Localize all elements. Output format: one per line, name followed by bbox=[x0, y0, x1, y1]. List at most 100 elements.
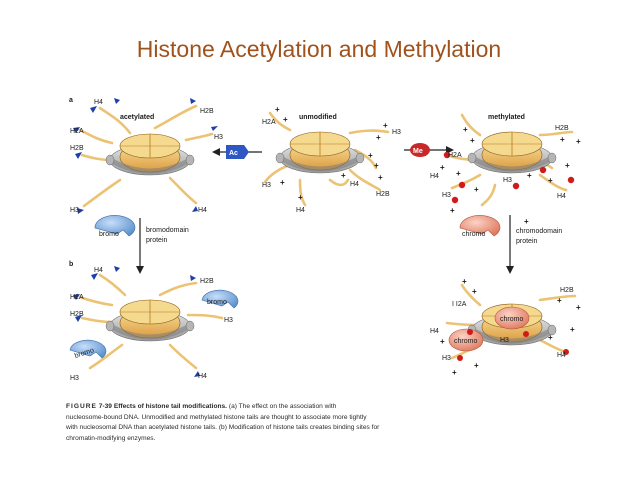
svg-text:+: + bbox=[450, 206, 455, 215]
svg-text:+: + bbox=[527, 171, 532, 180]
unmodified-plus-charges: + + + + + + + + + + bbox=[275, 105, 388, 202]
caption-line-1: (a) The effect on the association with bbox=[228, 403, 337, 410]
svg-text:+: + bbox=[557, 296, 562, 305]
svg-text:+: + bbox=[463, 125, 468, 134]
svg-text:+: + bbox=[576, 137, 581, 146]
bromo-bound-h2b-left-label: H2B bbox=[70, 311, 84, 318]
svg-text:+: + bbox=[470, 136, 475, 145]
bromo-bound-protein-left: bromo bbox=[69, 339, 107, 360]
svg-text:+: + bbox=[462, 277, 467, 286]
methyl-dot-icon bbox=[443, 151, 575, 204]
svg-text:+: + bbox=[275, 105, 280, 114]
chromodomain-protein: chromo bbox=[459, 215, 501, 238]
methylated-label: methylated bbox=[488, 114, 525, 121]
unmodified-h3-left-label: H3 bbox=[262, 182, 271, 189]
acetylated-h2b-left-label: H2B bbox=[70, 145, 84, 152]
bromo-bound-h2b-label: H2B bbox=[200, 278, 214, 285]
svg-text:+: + bbox=[283, 115, 288, 124]
svg-text:+: + bbox=[440, 163, 445, 172]
unmodified-h2a-label: H2A bbox=[262, 119, 276, 126]
bromo-bound-label-right: bromo bbox=[207, 299, 227, 306]
chromodomain-protein-label-2: protein bbox=[516, 238, 538, 245]
unmodified-h2b-label: H2B bbox=[376, 191, 390, 198]
chromo-bound-protein-top: chromo bbox=[494, 306, 530, 330]
unmodified-h3-right-label: H3 bbox=[392, 129, 401, 136]
caption-figure-number: 7-39 bbox=[98, 403, 112, 410]
bromodomain-protein: bromo bbox=[94, 215, 136, 238]
acetylated-h2b-label: H2B bbox=[200, 108, 214, 115]
bromo-bound-protein-right: bromo bbox=[201, 289, 239, 309]
bromodomain-protein-label-1: bromodomain bbox=[146, 227, 189, 234]
unmodified-label: unmodified bbox=[299, 114, 337, 121]
bromo-bound-nucleosome: bromo bromo H4 H2B H2A H2B H3 H3 H4 bbox=[69, 266, 239, 382]
svg-text:+: + bbox=[374, 161, 379, 170]
svg-text:+: + bbox=[548, 333, 553, 342]
svg-text:+: + bbox=[456, 169, 461, 178]
acetylated-h2a-label: H2A bbox=[70, 128, 84, 135]
caption-line-3: with nucleosomal DNA than acetylated his… bbox=[66, 424, 380, 431]
chromo-bound-label-top: chromo bbox=[500, 316, 523, 323]
chromo-bound-plus-charges: + + + + + + + + + bbox=[440, 277, 581, 377]
svg-text:+: + bbox=[376, 133, 381, 142]
chromo-label: chromo bbox=[462, 231, 485, 238]
chromo-bound-h3-mid-label: H3 bbox=[500, 337, 509, 344]
bromo-bound-h3-right-label: H3 bbox=[224, 317, 233, 324]
bromodomain-protein-label-2: protein bbox=[146, 237, 168, 244]
ac-modifier-label: Ac bbox=[229, 150, 238, 157]
svg-text:+: + bbox=[378, 173, 383, 182]
svg-text:+: + bbox=[570, 325, 575, 334]
chromodomain-plus: + bbox=[524, 217, 529, 226]
unmodified-h4-mid-label: H4 bbox=[350, 181, 359, 188]
chromo-bound-h4-right-label: H4 bbox=[557, 352, 566, 359]
svg-text:+: + bbox=[565, 161, 570, 170]
chromodomain-protein-label-1: chromodomain bbox=[516, 228, 562, 235]
svg-text:+: + bbox=[472, 287, 477, 296]
chromo-bound-h4-left-label: H4 bbox=[430, 328, 439, 335]
acetyl-flag-icon bbox=[73, 98, 218, 214]
chromo-bound-h2b-label: H2B bbox=[560, 287, 574, 294]
caption-line-4: chromatin-modifying enzymes. bbox=[66, 434, 156, 442]
acetylation-arrow: Ac bbox=[212, 145, 262, 159]
svg-text:+: + bbox=[474, 361, 479, 370]
chromo-bound-h2a-label: I I2A bbox=[452, 301, 467, 308]
acetylated-h3-right-label: H3 bbox=[214, 134, 223, 141]
figure-caption: FIGURE 7-39 Effects of histone tail modi… bbox=[66, 402, 536, 444]
methylated-plus-charges: + + + + + + + + + + + bbox=[440, 125, 581, 215]
svg-text:+: + bbox=[341, 171, 346, 180]
svg-text:+: + bbox=[560, 135, 565, 144]
methylated-h3-mid-label: H3 bbox=[503, 177, 512, 184]
methylated-h4-left-label: H4 bbox=[430, 173, 439, 180]
bromo-label: bromo bbox=[99, 231, 119, 238]
caption-figure-title: Effects of histone tail modifications. bbox=[113, 403, 228, 410]
caption-figure-word: FIGURE bbox=[66, 403, 97, 410]
acetylated-h4-bottom-label: H4 bbox=[198, 207, 207, 214]
slide-title: Histone Acetylation and Methylation bbox=[136, 36, 502, 62]
svg-text:+: + bbox=[576, 303, 581, 312]
unmodified-nucleosome: unmodified H2A H3 H3 H4 H4 H2B + + + + +… bbox=[262, 105, 401, 214]
acetylated-nucleosome: acetylated H4 H2B H2A H3 H2B H3 H4 bbox=[70, 98, 223, 214]
methylated-h4-right-label: H4 bbox=[557, 193, 566, 200]
panel-b-label: b bbox=[69, 261, 73, 268]
methylated-h2b-label: H2B bbox=[555, 125, 569, 132]
svg-text:+: + bbox=[280, 178, 285, 187]
me-modifier-label: Me bbox=[413, 148, 423, 155]
svg-text:+: + bbox=[383, 121, 388, 130]
bromo-bound-h4-bottom-label: H4 bbox=[198, 373, 207, 380]
unmodified-h4-bottom-label: H4 bbox=[296, 207, 305, 214]
bromo-bound-h3-left-label: H3 bbox=[70, 375, 79, 382]
methylated-nucleosome: methylated H2B H2A H4 H3 H3 H4 + + + + +… bbox=[430, 113, 581, 215]
methylated-h2a-label: H2A bbox=[448, 152, 462, 159]
chromo-bound-label-left: chromo bbox=[454, 338, 477, 345]
chromo-bound-h3-left-label: H3 bbox=[442, 355, 451, 362]
methylated-h3-left-label: H3 bbox=[442, 192, 451, 199]
svg-text:+: + bbox=[452, 368, 457, 377]
bromo-bound-h4-label: H4 bbox=[94, 267, 103, 274]
acetylated-h3-left-label: H3 bbox=[70, 207, 79, 214]
caption-line-2: nucleosome-bound DNA. Unmodified and met… bbox=[66, 413, 367, 421]
chromo-bound-protein-left: chromo bbox=[448, 328, 484, 352]
svg-text:+: + bbox=[368, 151, 373, 160]
svg-text:+: + bbox=[548, 176, 553, 185]
svg-text:+: + bbox=[298, 193, 303, 202]
chromo-bound-nucleosome: chromo chromo H2B I I2A H4 H3 H3 H4 + + … bbox=[430, 277, 581, 377]
